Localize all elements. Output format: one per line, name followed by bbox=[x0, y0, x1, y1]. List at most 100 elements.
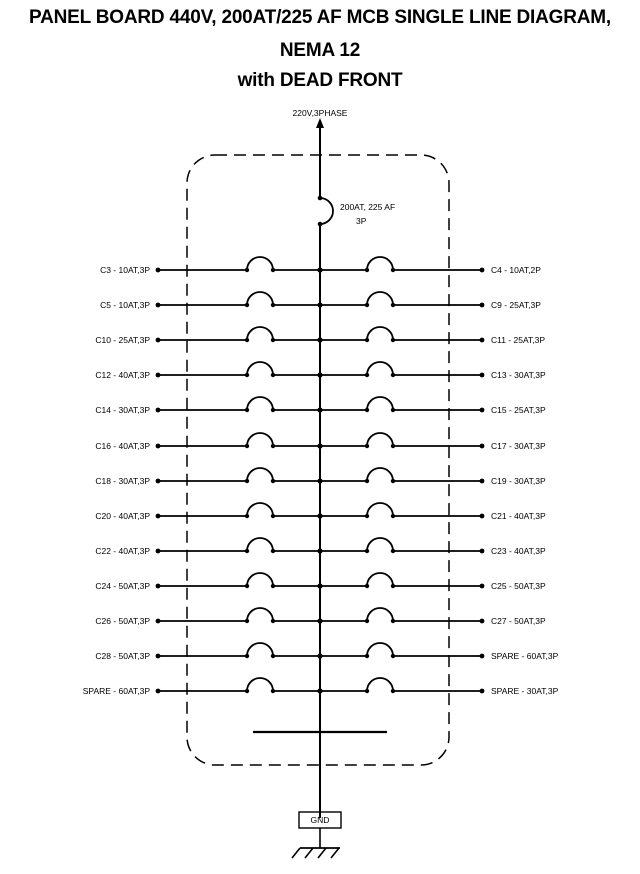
right-load-terminal bbox=[479, 618, 485, 624]
right-circuit-label: C13 - 30AT,3P bbox=[491, 370, 546, 380]
right-breaker-symbol bbox=[366, 642, 394, 657]
left-circuit-label: C18 - 30AT,3P bbox=[95, 476, 150, 486]
bus-junction bbox=[317, 407, 323, 413]
right-load-terminal bbox=[479, 653, 485, 659]
left-breaker-symbol bbox=[246, 396, 274, 411]
left-load-terminal bbox=[155, 583, 161, 589]
left-load-terminal bbox=[155, 337, 161, 343]
right-load-terminal bbox=[479, 443, 485, 449]
left-load-terminal bbox=[155, 302, 161, 308]
right-load-terminal bbox=[479, 548, 485, 554]
ground-hatch-2 bbox=[304, 847, 314, 859]
right-breaker-symbol bbox=[366, 572, 394, 587]
right-breaker-terminal bbox=[364, 583, 370, 589]
left-breaker-symbol bbox=[246, 537, 274, 552]
right-breaker-symbol bbox=[366, 396, 394, 411]
right-circuit-label: C9 - 25AT,3P bbox=[491, 300, 541, 310]
ground-label: GND bbox=[311, 815, 330, 825]
left-load-terminal bbox=[155, 653, 161, 659]
left-circuit-label: C3 - 10AT,3P bbox=[100, 265, 150, 275]
left-circuit-label: C20 - 40AT,3P bbox=[95, 511, 150, 521]
bus-junction bbox=[317, 583, 323, 589]
left-breaker-symbol bbox=[246, 256, 274, 271]
bus-junction bbox=[317, 337, 323, 343]
diagram-title-line-3: with DEAD FRONT bbox=[237, 70, 403, 91]
left-load-terminal bbox=[155, 478, 161, 484]
branch-row: C22 - 40AT,3P C23 - 40AT,3P bbox=[95, 537, 546, 556]
right-circuit-label: C17 - 30AT,3P bbox=[491, 441, 546, 451]
right-load-terminal bbox=[479, 513, 485, 519]
left-breaker-symbol bbox=[246, 432, 274, 447]
bus-junction bbox=[317, 443, 323, 449]
left-breaker-terminal bbox=[244, 513, 250, 519]
left-breaker-terminal bbox=[244, 618, 250, 624]
bus-junction bbox=[317, 548, 323, 554]
left-load-terminal bbox=[155, 443, 161, 449]
right-breaker-symbol bbox=[366, 607, 394, 622]
left-circuit-label: C24 - 50AT,3P bbox=[95, 581, 150, 591]
left-breaker-symbol bbox=[246, 572, 274, 587]
bus-junction bbox=[317, 267, 323, 273]
left-load-terminal bbox=[155, 407, 161, 413]
left-breaker-symbol bbox=[246, 291, 274, 306]
left-load-terminal bbox=[155, 372, 161, 378]
left-breaker-terminal bbox=[244, 372, 250, 378]
bus-junction bbox=[317, 688, 323, 694]
ground-hatch-4 bbox=[330, 847, 340, 859]
right-breaker-terminal bbox=[364, 688, 370, 694]
right-breaker-terminal bbox=[364, 302, 370, 308]
main-breaker-poles: 3P bbox=[356, 216, 367, 226]
right-breaker-symbol bbox=[366, 467, 394, 482]
left-circuit-label: C12 - 40AT,3P bbox=[95, 370, 150, 380]
bus-junction bbox=[317, 653, 323, 659]
left-circuit-label: C22 - 40AT,3P bbox=[95, 546, 150, 556]
right-circuit-label: C11 - 25AT,3P bbox=[491, 335, 545, 345]
left-breaker-symbol bbox=[246, 642, 274, 657]
right-load-terminal bbox=[479, 302, 485, 308]
left-circuit-label: C5 - 10AT,3P bbox=[100, 300, 150, 310]
main-breaker-symbol bbox=[319, 197, 334, 225]
right-breaker-terminal bbox=[364, 653, 370, 659]
right-breaker-terminal bbox=[364, 618, 370, 624]
left-load-terminal bbox=[155, 267, 161, 273]
right-circuit-label: C23 - 40AT,3P bbox=[491, 546, 546, 556]
left-breaker-terminal bbox=[244, 688, 250, 694]
right-circuit-label: SPARE - 30AT,3P bbox=[491, 686, 559, 696]
main-breaker-rating: 200AT, 225 AF bbox=[340, 202, 395, 212]
branch-circuits: C3 - 10AT,3P C4 - 10AT,2P C5 - 10AT,3P C9 -… bbox=[83, 256, 559, 696]
left-load-terminal bbox=[155, 513, 161, 519]
supply-label: 220V,3PHASE bbox=[293, 108, 348, 118]
branch-row: C12 - 40AT,3P C13 - 30AT,3P bbox=[95, 361, 546, 380]
right-breaker-symbol bbox=[366, 432, 394, 447]
right-circuit-label: C4 - 10AT,2P bbox=[491, 265, 541, 275]
left-breaker-terminal bbox=[244, 407, 250, 413]
left-breaker-terminal bbox=[244, 583, 250, 589]
right-breaker-symbol bbox=[366, 361, 394, 376]
left-load-terminal bbox=[155, 618, 161, 624]
right-breaker-terminal bbox=[364, 337, 370, 343]
right-breaker-symbol bbox=[366, 677, 394, 692]
main-breaker-terminal-top bbox=[317, 195, 323, 201]
right-load-terminal bbox=[479, 267, 485, 273]
right-breaker-terminal bbox=[364, 513, 370, 519]
right-breaker-terminal bbox=[364, 443, 370, 449]
ground-hatch-3 bbox=[317, 847, 327, 859]
right-load-terminal bbox=[479, 407, 485, 413]
left-breaker-symbol bbox=[246, 502, 274, 517]
right-load-terminal bbox=[479, 337, 485, 343]
ground-hatch-1 bbox=[291, 847, 301, 859]
right-breaker-terminal bbox=[364, 478, 370, 484]
bus-junction bbox=[317, 302, 323, 308]
left-circuit-label: C28 - 50AT,3P bbox=[95, 651, 150, 661]
left-breaker-terminal bbox=[244, 443, 250, 449]
left-breaker-symbol bbox=[246, 361, 274, 376]
diagram-title-line-1: PANEL BOARD 440V, 200AT/225 AF MCB SINGL… bbox=[29, 7, 611, 28]
right-breaker-symbol bbox=[366, 537, 394, 552]
left-circuit-label: C10 - 25AT,3P bbox=[95, 335, 150, 345]
